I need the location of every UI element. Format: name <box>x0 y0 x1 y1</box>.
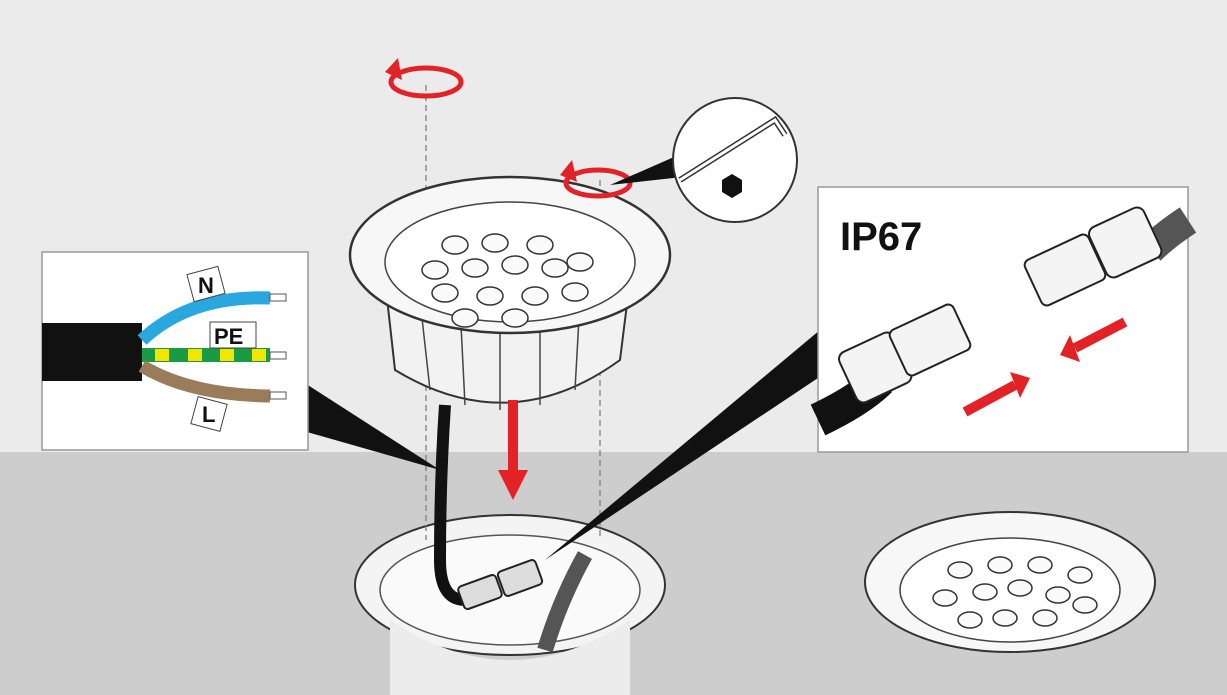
connector-in-housing <box>457 559 544 610</box>
join-arrows <box>962 317 1128 417</box>
hex-socket-icon <box>722 174 742 198</box>
luminaire-cable <box>433 404 466 606</box>
connector-inset: IP67 <box>545 186 1197 560</box>
hex-key-callout <box>610 97 798 223</box>
label-live: L <box>190 395 228 433</box>
wiring-inset: N PE L <box>41 251 440 470</box>
luminaire <box>348 175 672 410</box>
ground-housing <box>354 514 666 695</box>
svg-text:L: L <box>202 402 215 427</box>
rotate-arrowhead-right <box>560 160 577 182</box>
rotate-arrowhead-left <box>385 58 402 80</box>
installed-luminaire <box>864 511 1156 653</box>
cable-sheath <box>42 323 142 381</box>
label-earth: PE <box>209 321 257 349</box>
wire-live <box>138 360 271 403</box>
label-neutral: N <box>186 265 226 303</box>
ip67-label: IP67 <box>840 215 922 259</box>
led-lenses <box>421 233 594 328</box>
svg-text:N: N <box>198 273 214 298</box>
connector-female <box>1023 206 1163 307</box>
connector-male <box>838 303 972 404</box>
wire-neutral <box>137 291 271 345</box>
rotate-screw-arrow-right <box>563 167 633 199</box>
svg-text:PE: PE <box>214 324 243 349</box>
supply-cable <box>537 551 592 653</box>
insert-arrow <box>498 400 528 500</box>
rotate-screw-arrow-left <box>388 65 464 99</box>
wire-earth <box>142 348 270 362</box>
